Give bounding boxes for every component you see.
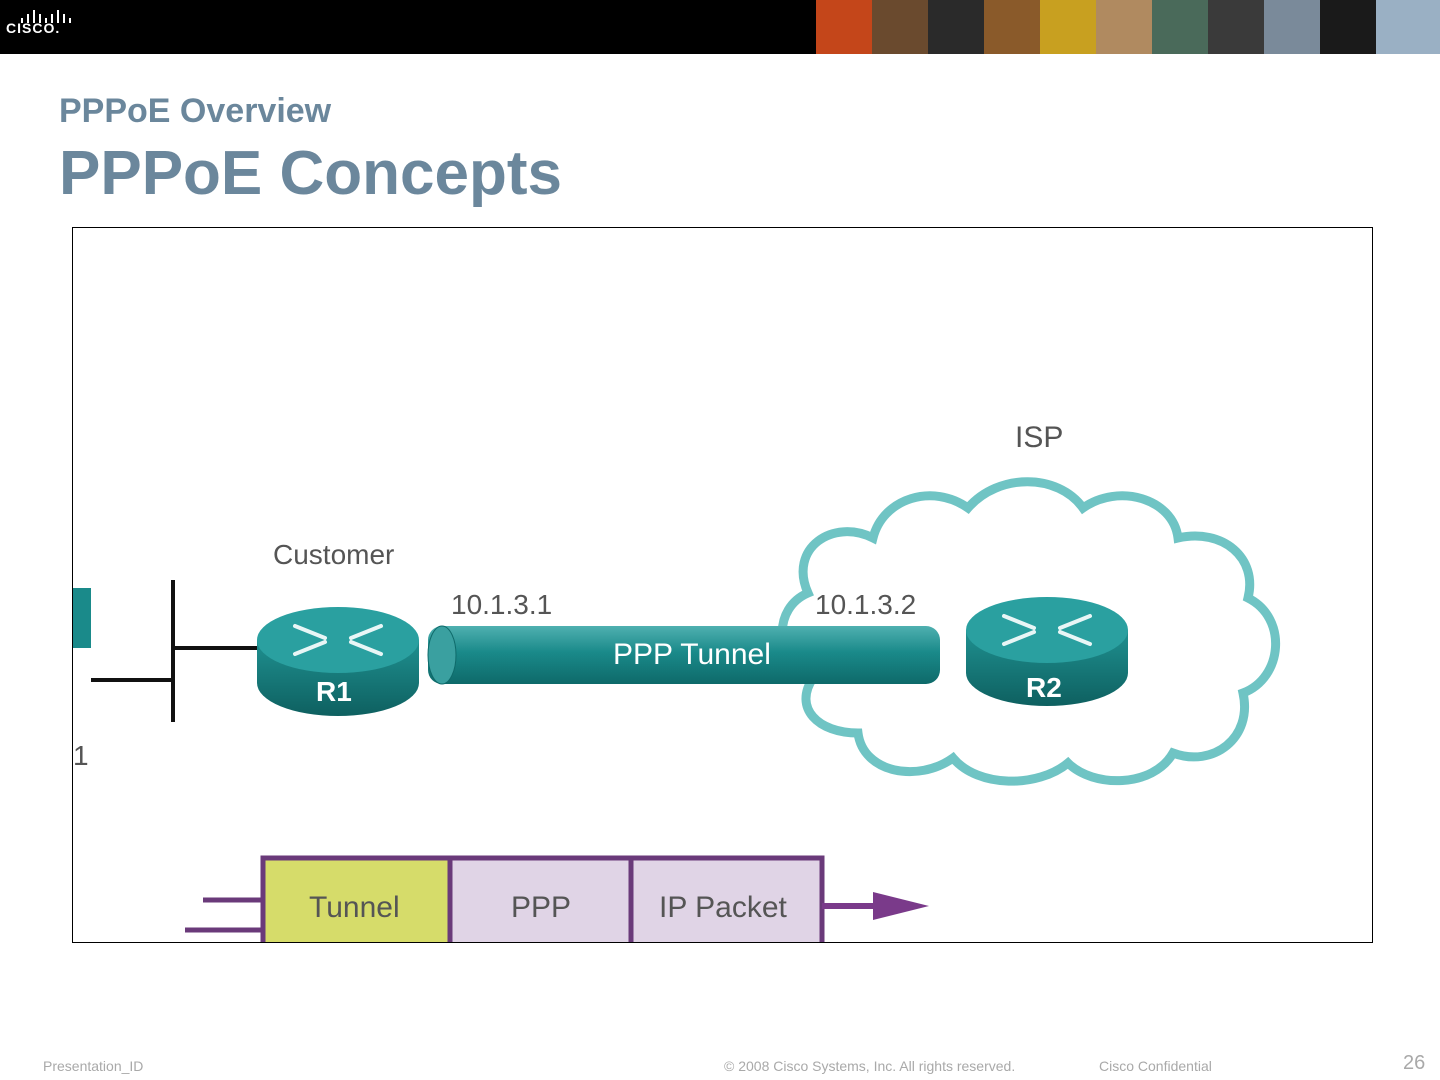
slide-title: PPPoE Concepts bbox=[59, 139, 562, 208]
footer-confidential: Cisco Confidential bbox=[1099, 1058, 1212, 1074]
header-photo bbox=[928, 0, 984, 54]
ppp-tunnel bbox=[428, 626, 940, 684]
diagram-frame: Customer ISP 10.1.3.1 10.1.3.2 PPP Tunne… bbox=[72, 227, 1373, 943]
router-r2-icon bbox=[966, 597, 1128, 706]
footer-copyright: © 2008 Cisco Systems, Inc. All rights re… bbox=[724, 1058, 1016, 1074]
r2-label: R2 bbox=[1026, 672, 1062, 703]
router-r1-icon bbox=[257, 607, 419, 716]
ppp-tunnel-label: PPP Tunnel bbox=[613, 638, 771, 671]
header-photo bbox=[872, 0, 928, 54]
frame-field-ppp bbox=[447, 855, 634, 942]
customer-label: Customer bbox=[273, 539, 394, 570]
header-photo bbox=[984, 0, 1040, 54]
isp-label: ISP bbox=[1015, 421, 1063, 454]
header-bar: CISCO. bbox=[0, 0, 1440, 54]
tunnel-end-cap bbox=[427, 625, 457, 685]
frame-field-label: Tunnel bbox=[309, 891, 400, 924]
frame-field-label: IP Packet bbox=[659, 891, 788, 924]
r1-label: R1 bbox=[316, 676, 352, 707]
frame-field-label: PPP bbox=[511, 891, 571, 924]
cisco-logo-icon bbox=[21, 10, 71, 23]
header-photo bbox=[1096, 0, 1152, 54]
r1-ip-label: 10.1.3.1 bbox=[451, 589, 552, 620]
left-partial-label: 1 bbox=[73, 740, 89, 771]
header-photo bbox=[1208, 0, 1264, 54]
arrow-right-icon bbox=[873, 892, 929, 920]
footer-presentation-id: Presentation_ID bbox=[43, 1058, 144, 1074]
cisco-logo-text: CISCO. bbox=[6, 20, 61, 36]
header-photo bbox=[1040, 0, 1096, 54]
header-photo bbox=[1152, 0, 1208, 54]
header-photo bbox=[1376, 0, 1440, 54]
pc-partial-icon bbox=[73, 588, 91, 648]
photo-strip bbox=[816, 0, 1440, 54]
frame-field-ip-packet bbox=[628, 855, 825, 942]
page-number: 26 bbox=[1403, 1052, 1426, 1074]
encapsulated-frame: Tunnel PPP IP Packet bbox=[185, 855, 929, 942]
pppoe-diagram: Customer ISP 10.1.3.1 10.1.3.2 PPP Tunne… bbox=[73, 421, 1281, 942]
header-photo bbox=[816, 0, 872, 54]
slide-subtitle: PPPoE Overview bbox=[59, 92, 332, 130]
header-photo bbox=[1264, 0, 1320, 54]
header-photo bbox=[1320, 0, 1376, 54]
r2-ip-label: 10.1.3.2 bbox=[815, 589, 916, 620]
